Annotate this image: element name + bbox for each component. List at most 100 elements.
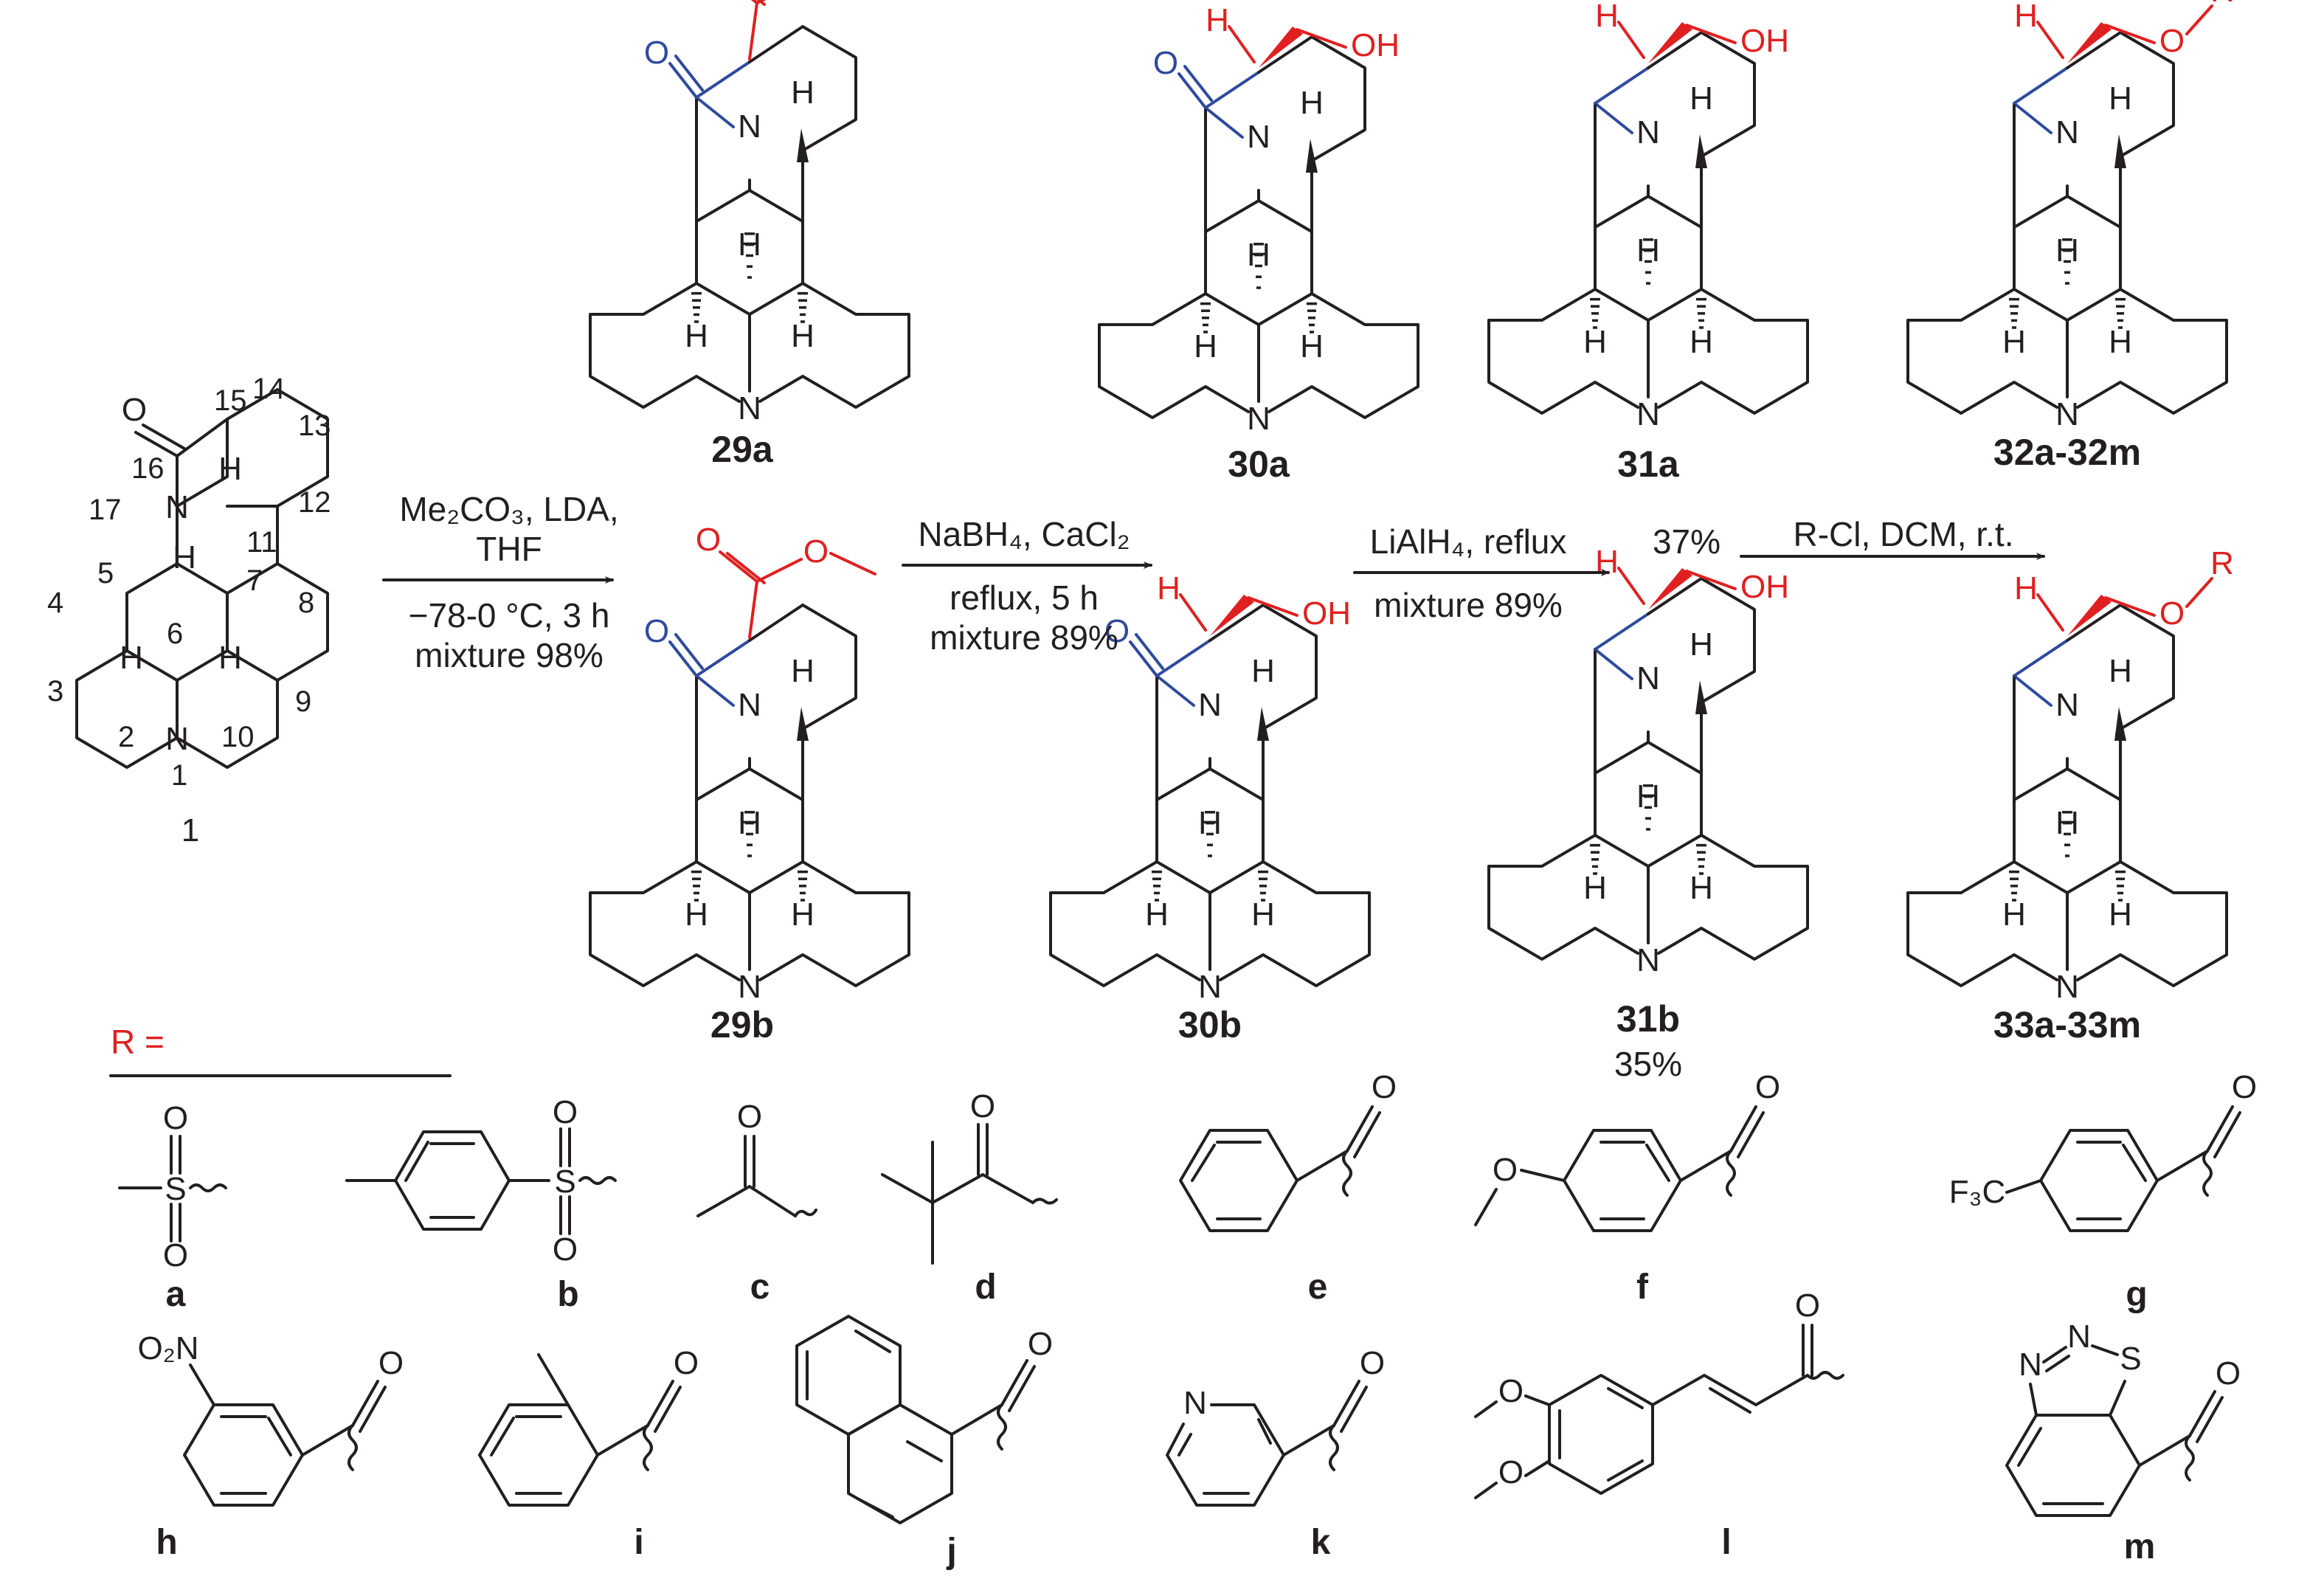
compound-1: O N N H H H H 15 14 13 16 12 17 11 5 7 4… [47,373,331,849]
atom-n: N [738,108,761,145]
yield-31b: 35% [1614,1045,1682,1083]
step1-solvent: THF [476,530,542,568]
atom-n: N [1247,401,1270,437]
svg-text:N: N [1183,1385,1207,1421]
svg-text:O: O [378,1345,404,1381]
atom-n: N [738,390,761,426]
atom-h: H [2109,896,2132,933]
step2-yield: mixture 89% [930,618,1118,657]
svg-text:O: O [1498,1454,1524,1490]
step3-yield: mixture 89% [1374,586,1563,624]
reaction-step-3: LiAlH₄, reflux mixture 89% 37% [1353,522,1720,624]
r-group-i: O [478,1345,699,1507]
atom-n: N [738,687,761,723]
svg-text:O: O [1028,1326,1053,1362]
svg-text:O: O [553,1231,578,1268]
r-group-label-b: b [557,1275,578,1314]
svg-text:O: O [1493,1152,1518,1188]
svg-text:O: O [553,1094,578,1130]
atom-n: N [2055,969,2079,1005]
atom-h: H [173,539,196,576]
svg-text:2: 2 [118,721,134,753]
atom-n: N [2055,687,2079,723]
r-group-f: O O [1474,1069,1780,1232]
r-group-label-e: e [1308,1268,1328,1307]
svg-text:15: 15 [214,384,247,417]
compound-label-31a: 31a [1617,443,1680,485]
svg-text:O: O [737,1099,762,1135]
r-group-l: O O O [1474,1288,1844,1499]
atom-n: N [165,721,189,757]
atom-h: H [2002,324,2026,360]
atom-h: H [1595,0,1619,34]
step1-reagents: Me₂CO₃, LDA, [399,490,618,528]
svg-text:N: N [2019,1347,2042,1383]
r-group-b: S O O [345,1094,617,1268]
r-group-m: N N S O [2005,1318,2241,1517]
compound-label-29a: 29a [711,429,774,470]
step4-reagents: R-Cl, DCM, r.t. [1794,515,2014,553]
r-group-label-i: i [634,1523,643,1562]
atom-h: H [1690,626,1713,663]
r-group-label-j: j [946,1532,956,1571]
r-group-label-k: k [1311,1523,1331,1562]
svg-text:O₂N: O₂N [137,1330,198,1366]
atom-h: H [1251,653,1275,689]
atom-h: H [1690,870,1713,906]
svg-text:N: N [2067,1318,2091,1355]
svg-text:11: 11 [246,526,277,559]
svg-text:7: 7 [246,564,263,597]
svg-text:O: O [1372,1069,1397,1105]
svg-text:O: O [1360,1345,1385,1381]
svg-text:6: 6 [167,618,183,650]
svg-text:17: 17 [89,494,122,526]
svg-text:O: O [674,1345,699,1381]
step3-reagents: LiAlH₄, reflux [1370,522,1567,561]
atom-h: H [120,640,143,676]
atom-o: O [1104,613,1130,649]
atom-r: R [2210,0,2234,9]
r-group-j: O [795,1315,1053,1524]
compound-label-30a: 30a [1228,443,1290,485]
atom-h: H [791,653,815,689]
compound-label-33: 33a-33m [1993,1004,2141,1046]
atom-h: H [2014,0,2038,34]
compound-label-32: 32a-32m [1993,432,2141,473]
r-group-h: O₂N O [137,1330,404,1507]
r-group-g: F₃C O [1949,1069,2257,1232]
atom-o: O [644,35,669,71]
step2-conditions: reflux, 5 h [950,578,1099,617]
atom-h: H [685,318,708,354]
svg-text:12: 12 [298,486,331,519]
r-group-label-d: d [975,1268,996,1307]
atom-h: H [1583,870,1607,906]
atom-o: O [803,533,829,570]
atom-n: N [1247,119,1270,155]
r-group-c: O [696,1099,817,1217]
atom-h: H [2109,653,2132,689]
atom-numbering: 15 14 13 16 12 17 11 5 7 4 6 8 3 1 9 2 1… [47,373,331,792]
svg-text:14: 14 [252,373,286,405]
svg-text:O: O [1755,1069,1780,1105]
atom-h: H [1145,896,1169,933]
svg-text:O: O [2232,1069,2257,1105]
svg-text:S: S [2120,1341,2141,1377]
atom-h: H [1595,544,1619,580]
svg-text:O: O [970,1088,995,1124]
compound-label-29b: 29b [710,1004,774,1046]
atom-h: H [791,318,815,354]
svg-text:F₃C: F₃C [1949,1174,2006,1210]
atom-n: N [2055,114,2079,151]
svg-text:O: O [2216,1355,2241,1392]
atom-r: R [2210,545,2234,581]
atom-oh: OH [1740,569,1789,605]
atom-h: H [685,896,708,933]
atom-h: H [1206,2,1229,38]
